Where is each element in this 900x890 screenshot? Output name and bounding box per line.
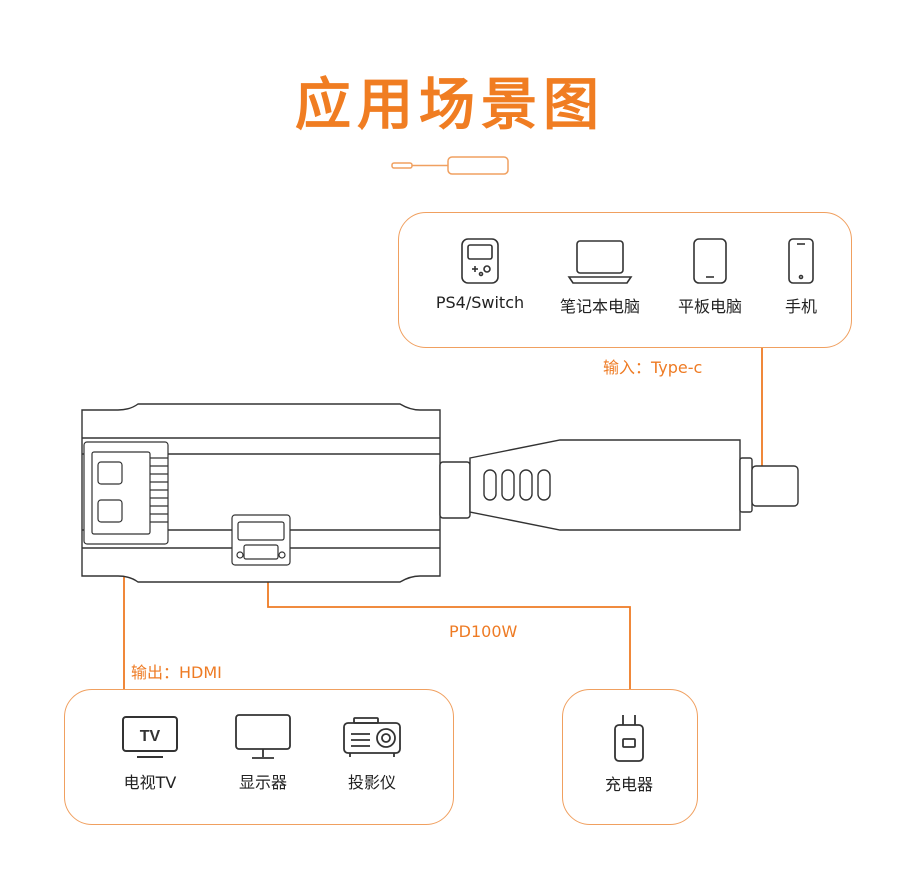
usb-c-port: [231, 514, 291, 566]
type-c-plug: [739, 457, 799, 513]
input-device-tablet: 平板电脑: [660, 237, 760, 317]
device-label: 笔记本电脑: [559, 297, 640, 316]
input-type-c-label: 输入：Type-c: [603, 358, 703, 377]
game-console-icon: [461, 238, 499, 284]
output-devices-panel: [64, 689, 454, 825]
phone-icon: [788, 238, 814, 284]
output-hdmi-label: 输出：HDMI: [131, 663, 222, 682]
device-label: 显示器: [238, 773, 287, 792]
laptop-icon: [567, 240, 633, 284]
tablet-icon: [693, 238, 727, 284]
tv-icon-text: TV: [140, 728, 161, 745]
charger-panel: [562, 689, 698, 825]
input-devices-panel: [398, 212, 852, 348]
projector-icon: [343, 717, 401, 757]
charger-device: 充电器: [579, 713, 679, 795]
hdmi-port: [83, 441, 169, 545]
pd100w-label: PD100W: [449, 622, 518, 641]
small-adapter-icon: [391, 156, 509, 175]
device-label: 平板电脑: [677, 297, 742, 316]
output-device-tv: TV 电视TV: [100, 713, 200, 793]
input-device-ps4-switch: PS4/Switch: [425, 237, 535, 312]
output-device-projector: 投影仪: [322, 713, 422, 793]
device-label: 电视TV: [123, 773, 177, 792]
page-title: 应用场景图: [295, 73, 605, 138]
input-device-laptop: 笔记本电脑: [545, 237, 655, 317]
device-label: 投影仪: [347, 773, 396, 792]
output-device-monitor: 显示器: [213, 713, 313, 793]
device-label: PS4/Switch: [435, 293, 525, 312]
monitor-icon: [235, 714, 291, 759]
device-label: 充电器: [604, 775, 653, 794]
input-device-phone: 手机: [765, 237, 837, 317]
device-label: 手机: [784, 297, 817, 316]
tv-icon: TV: [122, 716, 178, 758]
cable-neck: [439, 439, 741, 531]
charger-icon: [614, 715, 644, 762]
